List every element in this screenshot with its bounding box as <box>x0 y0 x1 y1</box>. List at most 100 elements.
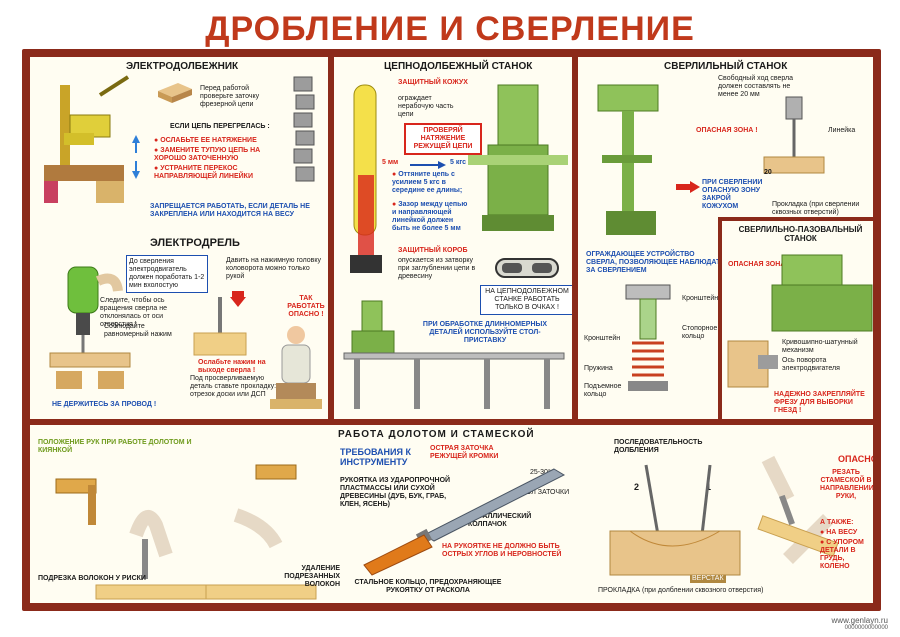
workbench-label: ВЕРСТАК <box>690 575 726 583</box>
lift-ring-label: Подъемное кольцо <box>584 383 622 398</box>
remove-fibers-label: УДАЛЕНИЕ ПОДРЕЗАННЫХ ВОЛОКОН <box>284 565 340 588</box>
drill-press-illustration <box>597 84 659 235</box>
step-2-label: 2 <box>634 482 640 492</box>
pad-note: Прокладка (при сверлении сквозных отверс… <box>772 201 860 216</box>
also-item-1: НА ВЕСУ <box>820 529 872 537</box>
no-sharp-corners-label: НА РУКОЯТКЕ НЕ ДОЛЖНО БЫТЬ ОСТРЫХ УГЛОВ … <box>442 543 562 558</box>
overheat-item-2: ЗАМЕНИТЕ ТУПУЮ ЦЕПЬ НА ХОРОШО ЗАТОЧЕННУЮ <box>154 147 284 163</box>
poster-title: ДРОБЛЕНИЕ И СВЕРЛЕНИЕ <box>205 10 695 48</box>
extension-table-illustration <box>343 352 565 409</box>
chisel-illustration <box>363 468 566 576</box>
cut-direction-label: РЕЗАТЬ СТАМЕСКОЙ В НАПРАВЛЕНИИ РУКИ, <box>820 469 873 500</box>
travel-note: Свободный ход сверла должен составлять н… <box>718 75 794 98</box>
goggles-icon <box>495 258 559 278</box>
guard-note: ограждает нерабочую часть цепи <box>398 95 454 118</box>
wire-warning: НЕ ДЕРЖИТЕСЬ ЗА ПРОВОД ! <box>52 401 157 408</box>
mortise-pad-label: ПРОКЛАДКА (при долблении сквозного отвер… <box>598 587 764 594</box>
cut-fibers-label: ПОДРЕЗКА ВОЛОКОН У РИСКИ <box>38 575 146 582</box>
handle-label: РУКОЯТКА ИЗ УДАРОПРОЧНОЙ ПЛАСТМАССЫ ИЛИ … <box>340 477 451 508</box>
drill-guard-illustration <box>625 284 671 391</box>
goggles-note-box: НА ЦЕПНОДОЛБЕЖНОМ СТАНКЕ РАБОТАТЬ ТОЛЬКО… <box>480 285 572 315</box>
wood-block-icon <box>158 83 192 103</box>
arrow-down-icon <box>230 291 246 307</box>
heading-slot-drill: СВЕРЛИЛЬНО-ПАЗОВАЛЬНЫЙ СТАНОК <box>738 225 863 243</box>
axis-note: Следите, чтобы ось вращения сверла не от… <box>100 297 167 328</box>
crank-label: Кривошипно-шатунный механизм <box>782 339 858 354</box>
gap-label: 5 мм <box>382 159 399 166</box>
footer-code: 0000000000000 <box>844 625 888 631</box>
ruler-label: Линейка <box>828 127 856 134</box>
goggles-note: НА ЦЕПНОДОЛБЕЖНОМ СТАНКЕ РАБОТАТЬ ТОЛЬКО… <box>485 288 569 311</box>
small-mortiser-illustration <box>351 300 395 358</box>
sharp-edge-label: ОСТРАЯ ЗАТОЧКА РЕЖУЩЕЙ КРОМКИ <box>430 445 499 460</box>
panel-drill-press: СВЕРЛИЛЬНЫЙ СТАНОК Свободный ход сверла … <box>578 57 873 419</box>
force-label: 5 кгс <box>450 159 467 166</box>
guard-label: ЗАЩИТНЫЙ КОЖУХ <box>398 79 468 86</box>
danger-label: ОПАСНО <box>838 454 873 464</box>
cap-label: МЕТАЛЛИЧЕСКИЙ КОЛПАЧОК <box>468 513 532 528</box>
arrow-right-icon <box>676 181 700 193</box>
worker-illustration <box>270 326 322 409</box>
steel-ring-label: СТАЛЬНОЕ КОЛЬЦО, ПРЕДОХРАНЯЮЩЕЕ РУКОЯТКУ… <box>354 579 502 594</box>
poster-frame: ЭЛЕКТРОДОЛБЕЖНИК Перед работой проверьте… <box>22 49 881 611</box>
electro-mortiser-illustration <box>44 75 130 203</box>
long-parts-note: ПРИ ОБРАБОТКЕ ДЛИННОМЕРНЫХ ДЕТАЛЕЙ ИСПОЛ… <box>422 321 548 344</box>
arrows-up-down-icon <box>132 135 140 179</box>
cutter-illustration <box>727 340 778 388</box>
requirements-title: ТРЕБОВАНИЯ К ИНСТРУМЕНТУ <box>340 447 411 467</box>
sequence-title: ПОСЛЕДОВАТЕЛЬНОСТЬ ДОЛБЛЕНИЯ <box>614 439 703 454</box>
bracket-label-right: Кронштейн <box>682 295 719 302</box>
electric-drill-illustration <box>67 266 123 355</box>
overheat-item-1: ОСЛАБЬТЕ ЕЕ НАТЯЖЕНИЕ <box>154 137 284 145</box>
heading-chisel-work: РАБОТА ДОЛОТОМ И СТАМЕСКОЙ <box>338 429 535 440</box>
panel-chain-mortiser: ЦЕПНОДОЛБЕЖНЫЙ СТАНОК ЗАЩИТНЫЙ КОЖУХ огр… <box>334 57 572 419</box>
axis-label: Ось поворота электродвигателя <box>782 357 840 372</box>
footer-url[interactable]: www.genlayn.ru <box>831 616 888 625</box>
cover-note: ПРИ СВЕРЛЕНИИ ОПАСНУЮ ЗОНУ ЗАКРОЙ КОЖУХО… <box>702 179 763 210</box>
panel-slot-drill: СВЕРЛИЛЬНО-ПАЗОВАЛЬНЫЙ СТАНОК ОПАСНАЯ ЗО… <box>718 217 873 419</box>
idle-note-box: До сверления электродвигатель должен пор… <box>126 255 208 293</box>
heading-electro-mortiser: ЭЛЕКТРОДОЛБЕЖНИК <box>126 61 239 72</box>
hands-title: ПОЛОЖЕНИЕ РУК ПРИ РАБОТЕ ДОЛОТОМ И КИЯНК… <box>38 439 192 454</box>
board-note: Под просверливаемую деталь ставьте прокл… <box>190 375 277 398</box>
tension-box: ПРОВЕРЯЙ НАТЯЖЕНИЕ РЕЖУЩЕЙ ЦЕПИ <box>404 123 482 155</box>
overheat-item-3: УСТРАНИТЕ ПЕРЕКОС НАПРАВЛЯЮЩЕЙ ЛИНЕЙКИ <box>154 165 284 181</box>
arrow-right-icon <box>410 161 446 169</box>
heading-drill-press: СВЕРЛИЛЬНЫЙ СТАНОК <box>664 61 788 72</box>
press-note: Давить на нажимную головку коловорота мо… <box>226 257 322 280</box>
bracket-label-left: Кронштейн <box>584 335 621 342</box>
also-label: А ТАКЖЕ: <box>820 519 854 526</box>
fix-note: НАДЕЖНО ЗАКРЕПЛЯЙТЕ ФРЕЗУ ДЛЯ ВЫБОРКИ ГН… <box>774 391 865 414</box>
slot-danger-zone: ОПАСНАЯ ЗОНА ! <box>728 261 790 268</box>
wood-planks-illustration <box>49 352 131 389</box>
angle-label: УГОЛ ЗАТОЧКИ <box>518 489 570 496</box>
footer-site: www.genlayn.ru 0000000000000 <box>832 616 888 631</box>
drill-chuck-illustration <box>763 96 825 174</box>
also-item-2: С УПОРОМ ДЕТАЛИ В ГРУДЬ, КОЛЕНО <box>820 539 872 571</box>
panel-electro-tools: ЭЛЕКТРОДОЛБЕЖНИК Перед работой проверьте… <box>30 57 328 419</box>
hand-cutting-illustration <box>757 455 839 564</box>
idle-note: До сверления электродвигатель должен пор… <box>129 258 205 289</box>
box-label: ЗАЩИТНЫЙ КОРОБ <box>398 247 468 254</box>
danger-zone-label: ОПАСНАЯ ЗОНА ! <box>696 127 758 134</box>
mortiser-warning: ЗАПРЕЩАЕТСЯ РАБОТАТЬ, ЕСЛИ ДЕТАЛЬ НЕ ЗАК… <box>150 203 310 218</box>
drill-bit-illustration <box>193 297 247 356</box>
tension-box-text: ПРОВЕРЯЙ НАТЯЖЕНИЕ РЕЖУЩЕЙ ЦЕПИ <box>413 127 473 150</box>
cutter-chain-illustration <box>293 76 315 182</box>
exit-note: Ослабьте нажим на выходе сверла ! <box>198 359 266 374</box>
chain-mortiser-machine-illustration <box>468 84 568 231</box>
mortise-sequence-illustration <box>609 464 741 576</box>
chain-guard-illustration <box>350 84 382 273</box>
overheat-title: ЕСЛИ ЦЕПЬ ПЕРЕГРЕЛАСЬ : <box>170 123 270 130</box>
chain-bullet-1: Оттяните цепь с усилием 5 кгс в середине… <box>392 171 472 195</box>
heading-chain-mortiser: ЦЕПНОДОЛБЕЖНЫЙ СТАНОК <box>384 61 533 72</box>
hand-with-mallet-illustration <box>55 464 317 600</box>
box-note: опускается из затворку при заглублении ц… <box>398 257 476 280</box>
mortiser-check-note: Перед работой проверьте заточку фрезерно… <box>200 85 260 108</box>
axis-note-2: Соблюдайте равномерный нажим <box>104 323 172 338</box>
guard-title: ОГРАЖДАЮЩЕЕ УСТРОЙСТВО СВЕРЛА, ПОЗВОЛЯЮЩ… <box>586 251 726 274</box>
stop-ring-label: Стопорное кольцо <box>682 325 718 340</box>
panel-chisel-work: РАБОТА ДОЛОТОМ И СТАМЕСКОЙ ПОЛОЖЕНИЕ РУК… <box>30 425 873 603</box>
angle-value: 25-30° <box>530 469 551 476</box>
spring-label: Пружина <box>584 365 613 372</box>
